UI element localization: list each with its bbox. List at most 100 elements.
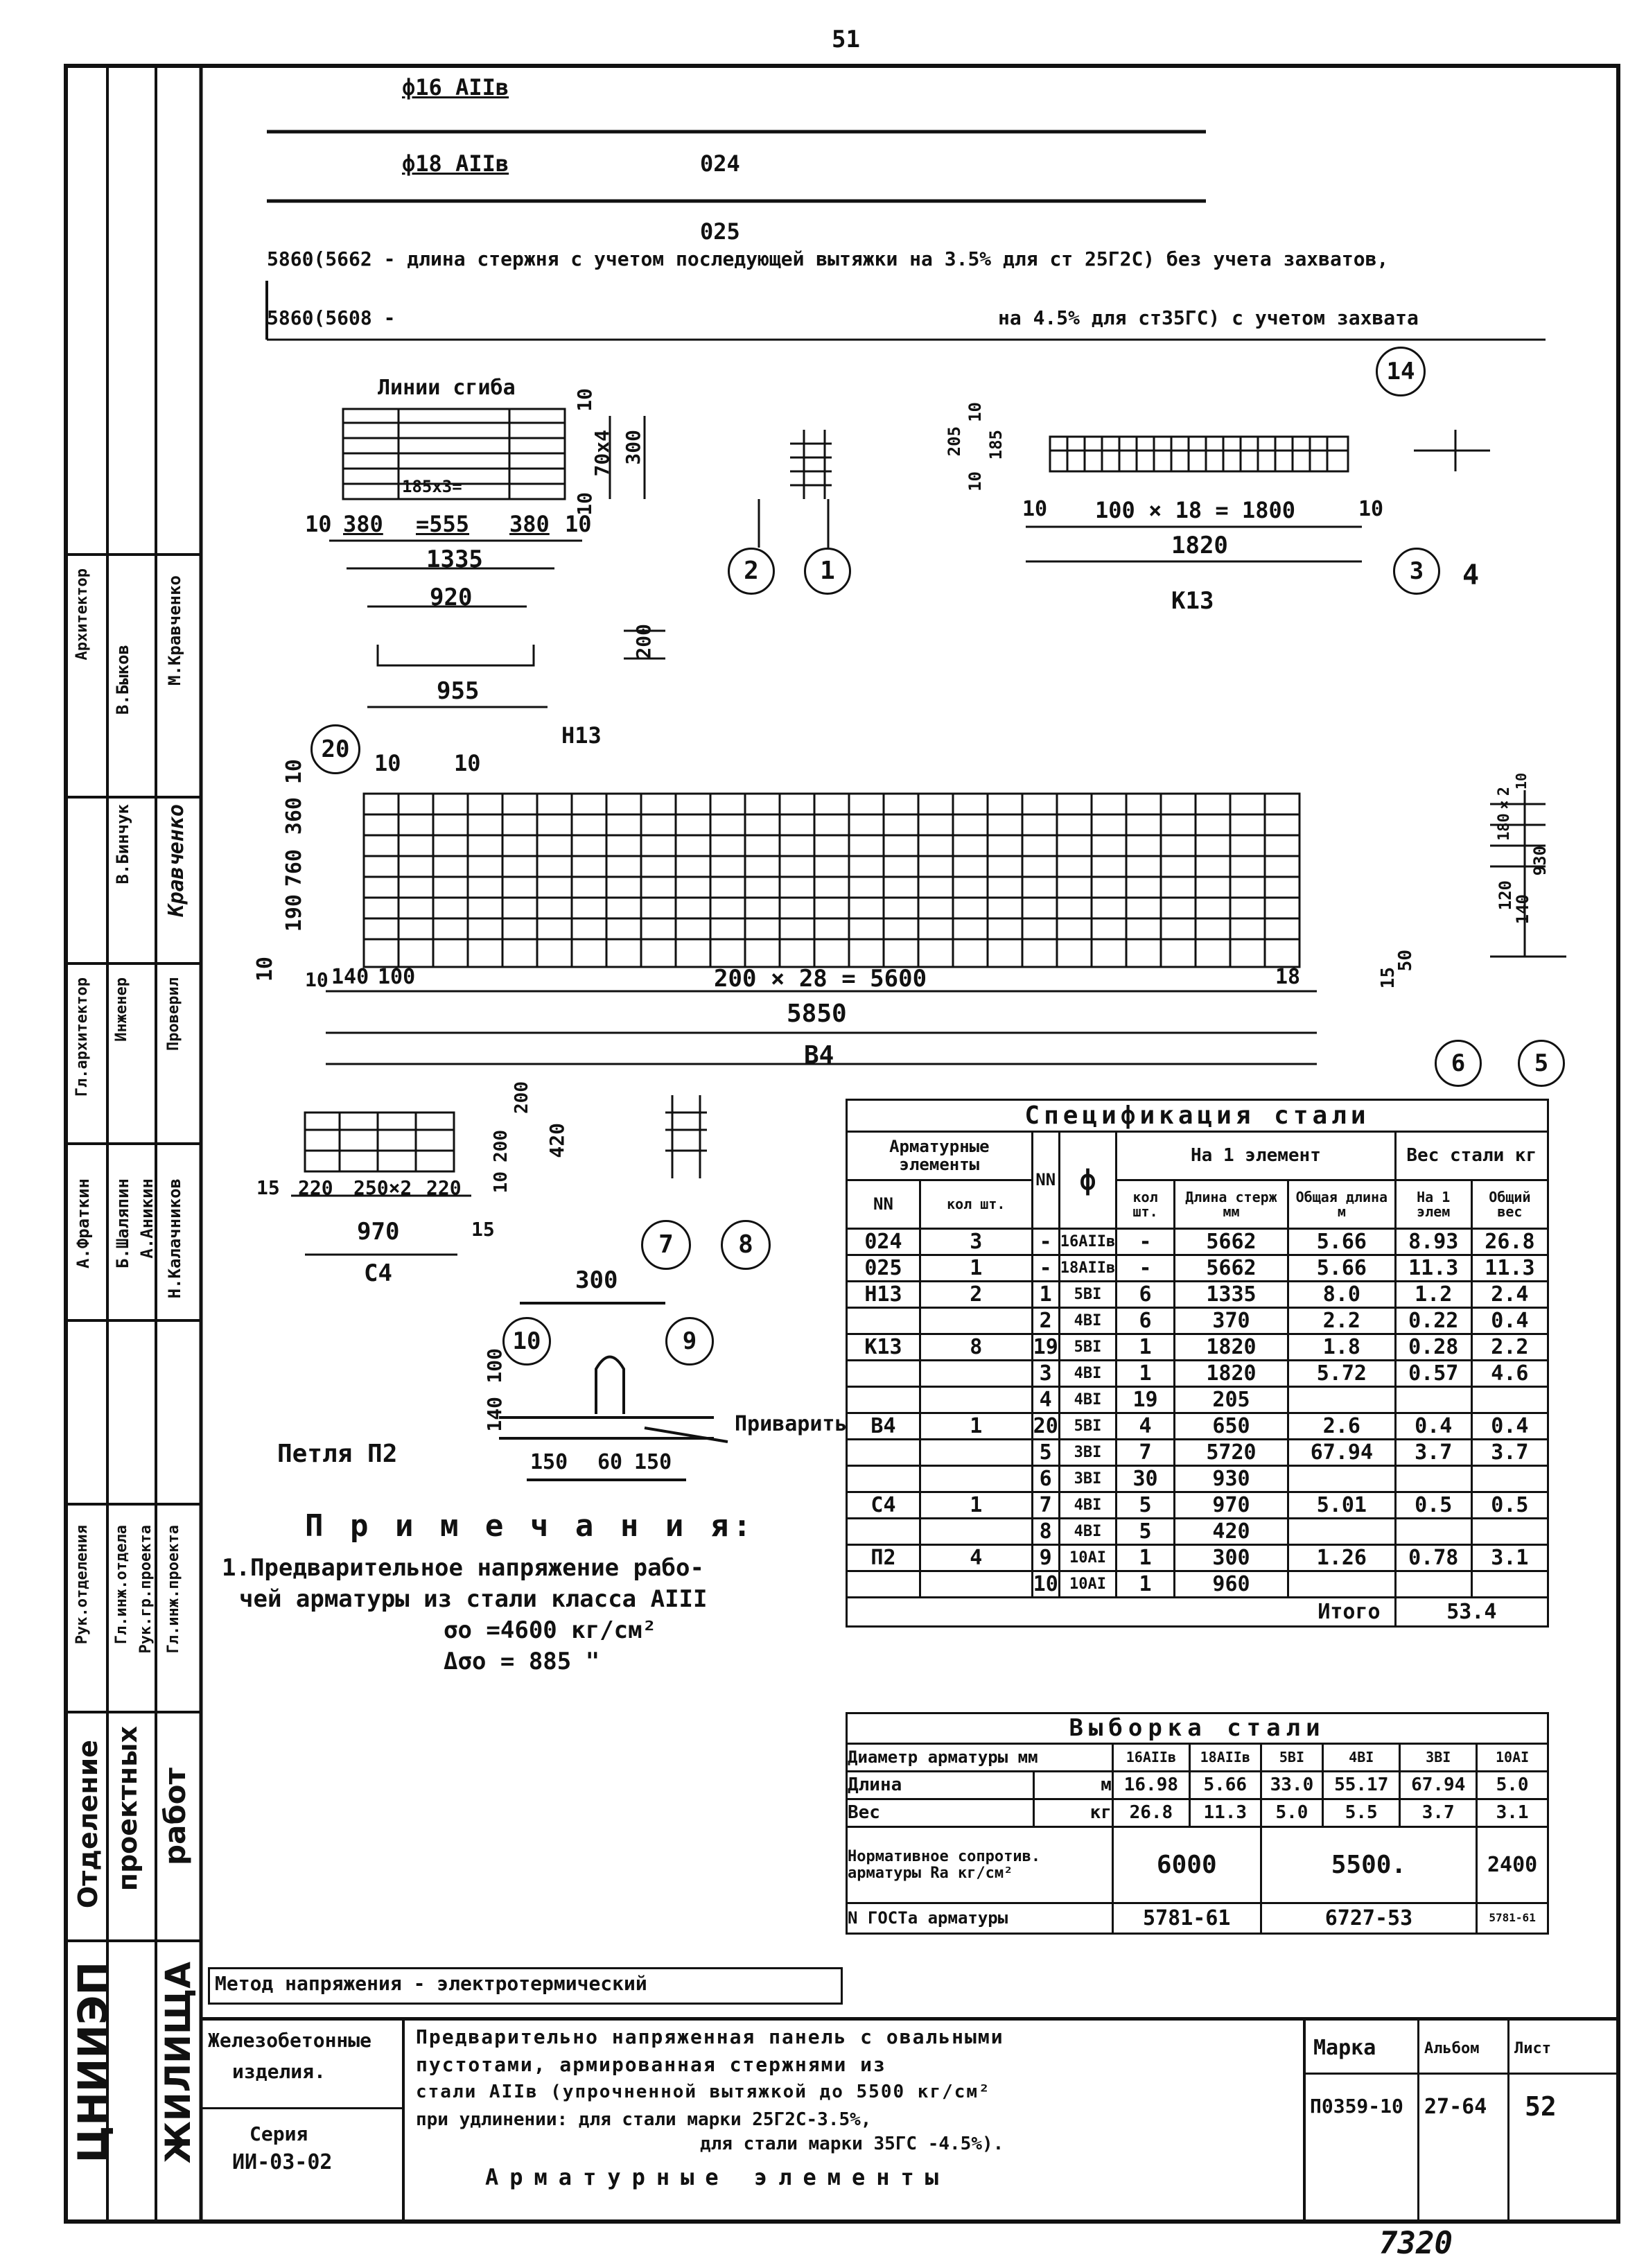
spec-cell: 6 bbox=[1031, 1465, 1060, 1493]
notes-line-1: 1.Предварительное напряжение рабо- bbox=[222, 1554, 704, 1582]
p2-circle-10: 10 bbox=[502, 1317, 551, 1366]
spec-head-rodlen: Длина стерж мм bbox=[1173, 1179, 1290, 1230]
spec-cell: 20 bbox=[1031, 1412, 1060, 1440]
c4-vert-2: 200 bbox=[511, 1081, 532, 1114]
selection-cell: 3ВI bbox=[1399, 1743, 1478, 1772]
spec-head-total: Общий вес bbox=[1470, 1179, 1550, 1230]
spec-cell: 370 bbox=[1173, 1307, 1290, 1335]
spec-total-label: Итого bbox=[846, 1596, 1397, 1628]
spec-cell: 5.01 bbox=[1287, 1491, 1397, 1519]
series-value: ИИ-03-02 bbox=[232, 2150, 333, 2174]
p2-weld-label: Приварить bbox=[735, 1412, 848, 1436]
spec-cell: 7 bbox=[1115, 1438, 1175, 1467]
spec-cell: 0.4 bbox=[1470, 1412, 1550, 1440]
spec-cell: 1.26 bbox=[1287, 1544, 1397, 1572]
notes-line-4: Δσo = 885 " bbox=[444, 1648, 600, 1675]
sheet-label: Лист bbox=[1514, 2040, 1551, 2057]
b4-name: В4 bbox=[804, 1041, 834, 1070]
spec-cell bbox=[1470, 1570, 1550, 1598]
spec-cell bbox=[918, 1307, 1033, 1335]
b4-vert-2: 760 bbox=[282, 849, 306, 887]
desc-line-4: при удлинении: для стали марки 25Г2С-3.5… bbox=[416, 2109, 872, 2130]
spec-total-value: 53.4 bbox=[1394, 1596, 1550, 1628]
spec-cell: 1 bbox=[1115, 1570, 1175, 1598]
b4-side-2: 120 bbox=[1496, 880, 1515, 911]
selection-cell: 3.1 bbox=[1476, 1798, 1549, 1828]
spec-cell: 0.78 bbox=[1394, 1544, 1473, 1572]
spec-cell: 10АI bbox=[1058, 1544, 1118, 1572]
p2-name: Петля П2 bbox=[277, 1440, 398, 1468]
spec-cell: 1820 bbox=[1173, 1359, 1290, 1388]
selection-norm-label-2: арматуры Rа кг/см² bbox=[848, 1864, 1013, 1882]
spec-cell bbox=[918, 1465, 1033, 1493]
b4-top-dim-1: 10 bbox=[454, 750, 481, 776]
page-number: 51 bbox=[832, 26, 860, 53]
spec-cell: 4ВI bbox=[1058, 1307, 1118, 1335]
org-line-1: Отделение bbox=[73, 1740, 103, 1909]
spec-cell bbox=[918, 1517, 1033, 1546]
spec-cell: 1 bbox=[918, 1491, 1033, 1519]
b4-vert-3: 360 bbox=[282, 797, 306, 835]
bar1-mark: 024 bbox=[700, 150, 740, 177]
selection-cell: 5.5 bbox=[1322, 1798, 1401, 1828]
spec-cell: 4 bbox=[1115, 1412, 1175, 1440]
stamp-role2-0: Гл.архитектор bbox=[73, 977, 91, 1097]
h13-vert-1: 70х4 bbox=[590, 430, 613, 477]
product-line-1: Железобетонные bbox=[208, 2029, 372, 2052]
k13-label-4: 4 bbox=[1462, 559, 1480, 591]
spec-cell bbox=[918, 1386, 1033, 1414]
b4-side-4: 930 bbox=[1530, 846, 1550, 876]
stamp-name-1: Б.Шаляпин bbox=[113, 1178, 132, 1269]
method-text: Метод напряжения - электротермический bbox=[215, 1972, 647, 1995]
length-note-2-right: на 4.5% для ст35ГС) с учетом захвата bbox=[998, 306, 1419, 329]
k13-vert-0: 205 bbox=[945, 426, 964, 457]
stamp-extra-1: В.Бинчук bbox=[113, 804, 132, 884]
selection-wt-label: Вес bbox=[846, 1798, 1035, 1828]
org-line-3: работ bbox=[158, 1768, 192, 1865]
spec-cell bbox=[1287, 1570, 1397, 1598]
c4-name: С4 bbox=[364, 1259, 392, 1287]
selection-cell: 67.94 bbox=[1399, 1770, 1478, 1800]
spec-cell: 9 bbox=[1031, 1544, 1060, 1572]
spec-cell bbox=[846, 1517, 921, 1546]
tb-divider-2 bbox=[1303, 2017, 1306, 2222]
spec-cell: 19 bbox=[1115, 1386, 1175, 1414]
spec-cell: 6 bbox=[1115, 1280, 1175, 1309]
c4-side: 15 bbox=[471, 1218, 495, 1241]
spec-cell: 26.8 bbox=[1470, 1228, 1550, 1256]
spec-head-per-elem: На 1 элемент bbox=[1115, 1131, 1397, 1181]
h13-bend-line-label: Линии сгиба bbox=[378, 376, 516, 400]
spec-head-weight: Вес стали кг bbox=[1394, 1131, 1550, 1181]
spec-cell: 5 bbox=[1115, 1517, 1175, 1546]
spec-cell: 5 bbox=[1031, 1438, 1060, 1467]
b4-bottom-2: 100 bbox=[378, 965, 416, 989]
sheet-value: 52 bbox=[1525, 2091, 1557, 2122]
c4-total: 970 bbox=[357, 1218, 400, 1246]
spec-cell: 025 bbox=[846, 1254, 921, 1282]
spec-cell: 30 bbox=[1115, 1465, 1175, 1493]
b4-bottom-4: 18 bbox=[1275, 965, 1301, 989]
h13-dim-0: 10 bbox=[305, 511, 332, 537]
spec-head-nn: NN bbox=[846, 1179, 921, 1230]
tb-divider-1 bbox=[402, 2017, 405, 2222]
selection-gost-label: N ГОСТа арматуры bbox=[846, 1902, 1114, 1935]
spec-cell: 930 bbox=[1173, 1465, 1290, 1493]
spec-cell bbox=[846, 1438, 921, 1467]
selection-cell: 33.0 bbox=[1259, 1770, 1324, 1800]
selection-norm-2: 2400 bbox=[1476, 1826, 1549, 1904]
selection-diam-label: Диаметр арматуры мм bbox=[846, 1743, 1114, 1772]
spec-cell: 4ВI bbox=[1058, 1517, 1118, 1546]
selection-cell: 18АIIв bbox=[1188, 1743, 1262, 1772]
spec-cell: 6 bbox=[1115, 1307, 1175, 1335]
h13-dim-top: 185х3= bbox=[402, 477, 462, 496]
spec-cell: 2 bbox=[918, 1280, 1033, 1309]
stamp-role2-1: Инженер bbox=[113, 977, 130, 1042]
spec-cell: 1820 bbox=[1173, 1333, 1290, 1361]
selection-title: Выборка стали bbox=[846, 1712, 1549, 1745]
